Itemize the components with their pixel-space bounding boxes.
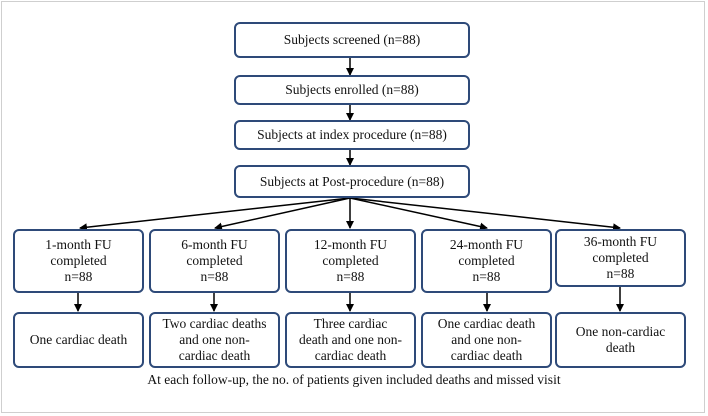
node-post-procedure-label: Subjects at Post-procedure (n=88)	[259, 173, 445, 189]
outcome-24-month-label: One cardiac death and one non- cardiac d…	[437, 316, 536, 363]
node-subjects-enrolled: Subjects enrolled (n=88)	[234, 75, 470, 105]
node-index-procedure-label: Subjects at index procedure (n=88)	[257, 127, 447, 142]
node-outcome-6-month: Two cardiac deaths and one non- cardiac …	[149, 312, 280, 368]
node-post-procedure: Subjects at Post-procedure (n=88)	[234, 165, 470, 198]
footnote: At each follow-up, the no. of patients g…	[147, 372, 561, 387]
node-subjects-enrolled-label: Subjects enrolled (n=88)	[285, 82, 419, 97]
fu-36-month-label: 36-month FU completed n=88	[583, 234, 658, 281]
node-fu-1-month: 1-month FU completed n=88	[13, 229, 144, 293]
node-outcome-24-month: One cardiac death and one non- cardiac d…	[421, 312, 552, 368]
node-subjects-screened: Subjects screened (n=88)	[234, 22, 470, 58]
node-fu-12-month: 12-month FU completed n=88	[285, 229, 416, 293]
node-outcome-1-month: One cardiac death	[13, 312, 144, 368]
outcome-6-month-label: Two cardiac deaths and one non- cardiac …	[162, 316, 267, 363]
fu-12-month-label: 12-month FU completed n=88	[313, 237, 388, 284]
node-index-procedure: Subjects at index procedure (n=88)	[234, 120, 470, 150]
node-subjects-screened-label: Subjects screened (n=88)	[283, 32, 421, 47]
outcome-12-month-label: Three cardiac death and one non- cardiac…	[298, 316, 403, 363]
outcome-36-month-label: One non-cardiac death	[575, 324, 666, 355]
fu-24-month-label: 24-month FU completed n=88	[449, 237, 524, 284]
arrow-post-to-fu-1	[79, 197, 351, 232]
node-outcome-36-month: One non-cardiac death	[555, 312, 686, 368]
arrow-post-to-fu-4	[349, 197, 488, 231]
fu-6-month-label: 6-month FU completed n=88	[181, 237, 248, 284]
outcome-1-month-label: One cardiac death	[29, 332, 128, 347]
node-fu-24-month: 24-month FU completed n=88	[421, 229, 552, 293]
fu-1-month-label: 1-month FU completed n=88	[45, 237, 112, 284]
arrow-post-to-fu-2	[214, 197, 351, 231]
node-fu-6-month: 6-month FU completed n=88	[149, 229, 280, 293]
node-fu-36-month: 36-month FU completed n=88	[555, 229, 686, 287]
arrow-post-to-fu-5	[349, 197, 621, 232]
node-outcome-12-month: Three cardiac death and one non- cardiac…	[285, 312, 416, 368]
